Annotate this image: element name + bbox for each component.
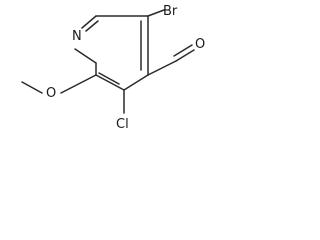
bond-n-c6-inner [85,20,99,32]
bond-n-c6 [81,15,97,29]
structure-canvas: N Br O O Cl [0,0,218,138]
atom-bromine: Br [163,4,178,19]
bond-n-c2 [74,48,97,64]
bond-c3-c2-inner [98,72,120,85]
bond-c4-c3 [123,74,149,91]
bond-c2-o [60,74,97,94]
atom-chlorine: Cl [116,117,129,132]
atom-oxygen-carbonyl: O [195,37,205,52]
molecule-diagram: N Br O O Cl [21,4,205,132]
bond-c5-br [147,9,165,17]
bond-cho-o-double [173,44,193,57]
atom-oxygen-methoxy: O [46,86,56,101]
bond-o-ch3 [21,81,43,94]
bond-c3-c2 [95,74,125,91]
atom-nitrogen: N [72,29,82,44]
bond-c4-cho [147,60,177,76]
bond-cho-o [175,49,195,62]
